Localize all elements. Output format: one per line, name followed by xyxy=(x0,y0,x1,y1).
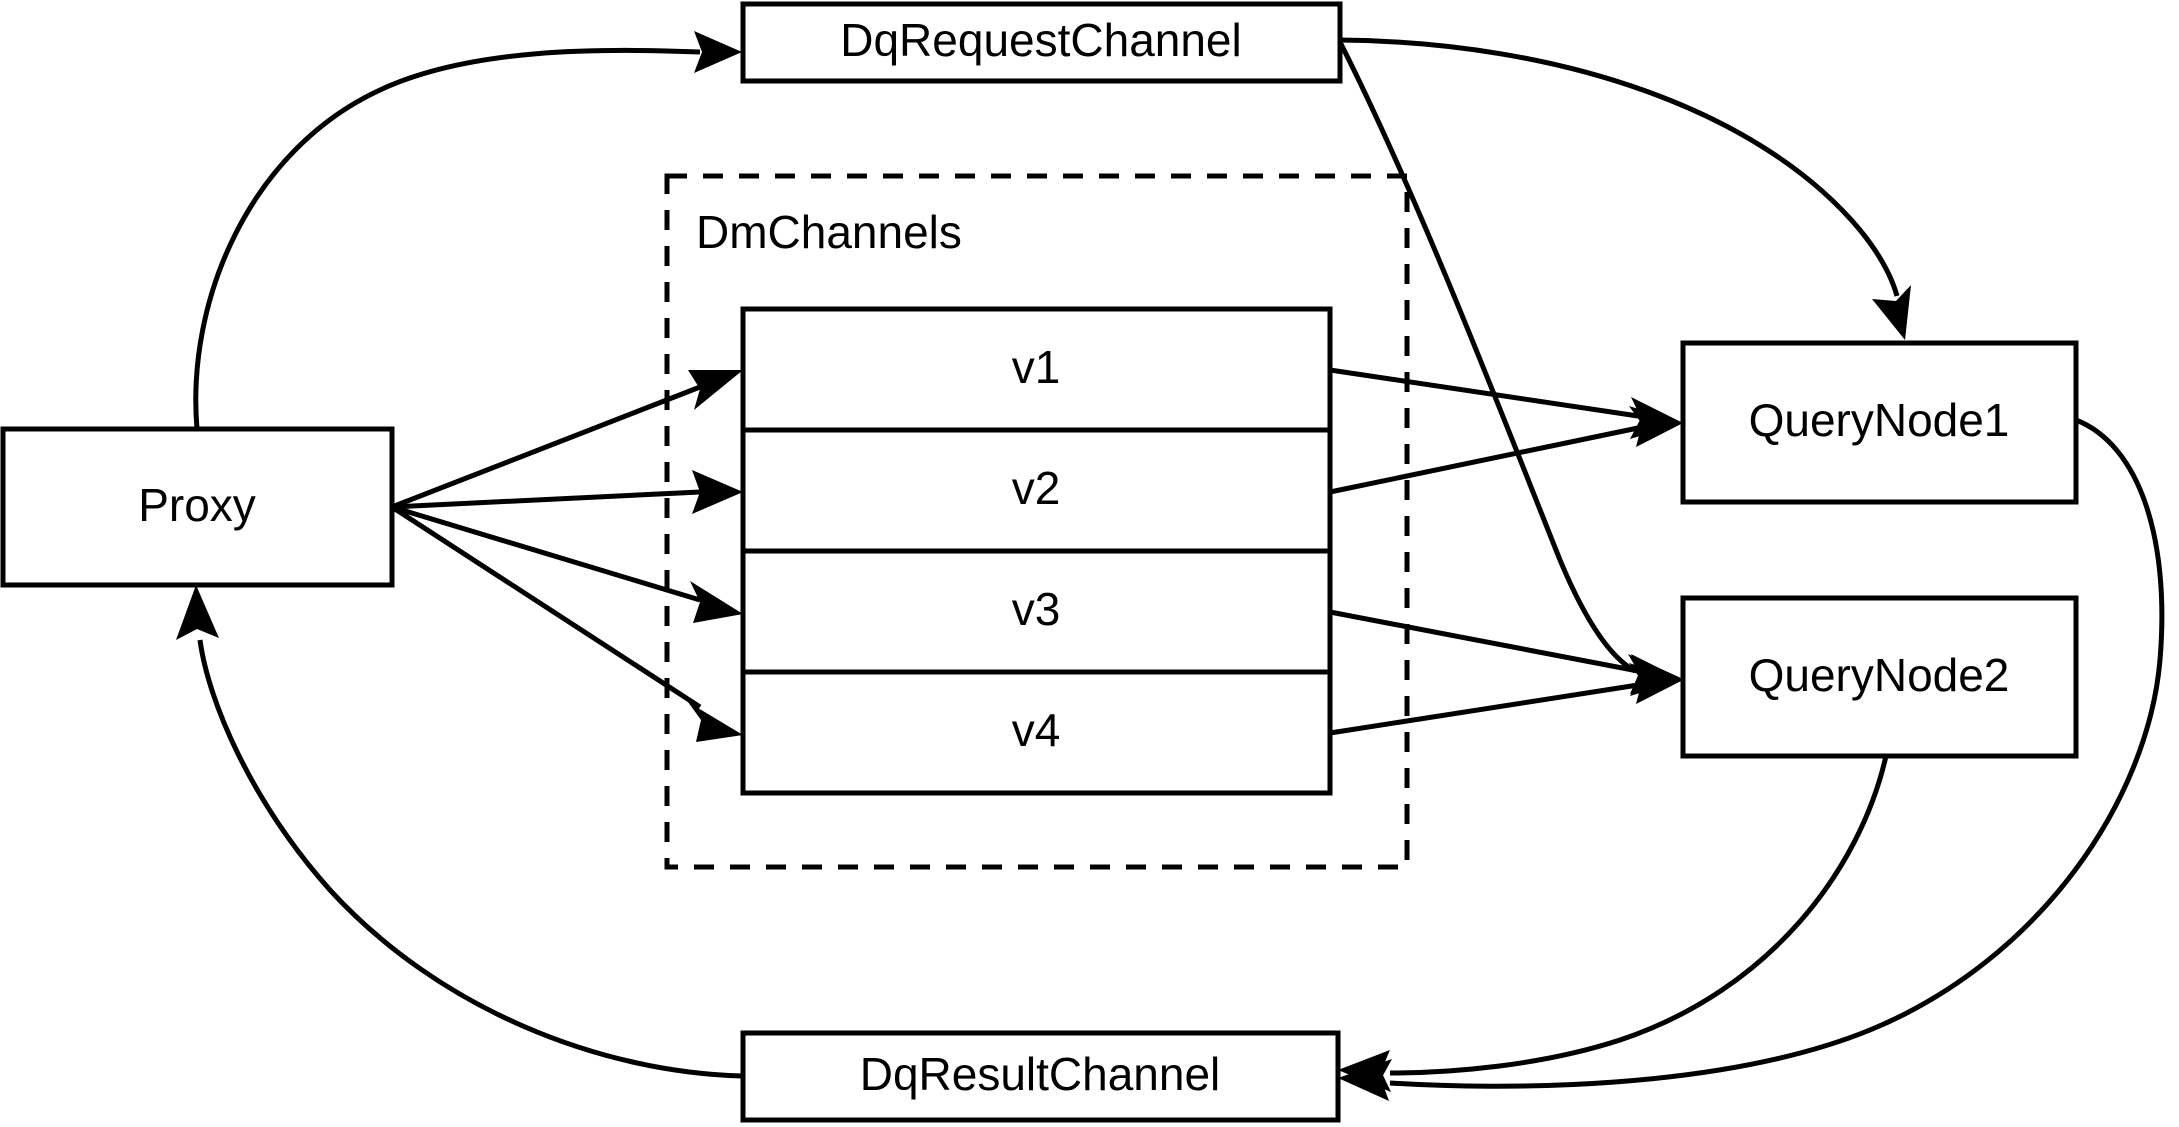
dm-channels-group-border xyxy=(664,173,1410,870)
node-proxy[interactable]: Proxy xyxy=(0,426,395,588)
dm-channels-group-label: DmChannels xyxy=(696,206,962,258)
node-query-node-1[interactable]: QueryNode1 xyxy=(1680,340,2079,505)
edge-v2-to-querynode1 xyxy=(1329,406,1683,495)
vchannel-item-v2[interactable]: v2 xyxy=(1012,462,1061,514)
node-dq-result-channel[interactable]: DqResultChannel xyxy=(740,1030,1341,1123)
node-proxy-box[interactable] xyxy=(0,426,395,588)
vchannel-item-v1[interactable]: v1 xyxy=(1012,341,1061,393)
arrowhead-icon xyxy=(1629,406,1683,447)
node-query-node-1-box[interactable] xyxy=(1680,340,2079,505)
arrowhead-icon xyxy=(1629,663,1683,704)
edge-proxy-to-v1 xyxy=(391,370,743,510)
edge-proxy-to-v2 xyxy=(391,470,743,514)
arrowhead-icon xyxy=(688,702,743,742)
arrowhead-icon xyxy=(694,31,742,73)
edge-querynode1-to-dqresultchannel xyxy=(1338,417,2165,1101)
edge-proxy-to-dqrequestchannel xyxy=(193,31,742,430)
node-dq-request-channel-box[interactable] xyxy=(740,1,1343,84)
edge-v4-to-querynode2 xyxy=(1329,663,1683,736)
vchannel-item-v3[interactable]: v3 xyxy=(1012,583,1061,635)
arrowhead-icon xyxy=(690,581,743,623)
node-dq-result-channel-label: DqResultChannel xyxy=(860,1048,1221,1100)
node-query-node-2-box[interactable] xyxy=(1680,595,2079,759)
node-proxy-label: Proxy xyxy=(138,479,256,531)
edge-dqrequestchannel-to-querynode1 xyxy=(1339,37,1911,340)
edge-querynode2-to-dqresultchannel xyxy=(1338,755,1889,1092)
node-dq-result-channel-box[interactable] xyxy=(740,1030,1341,1123)
node-dq-request-channel[interactable]: DqRequestChannel xyxy=(740,1,1343,84)
arrowhead-icon xyxy=(688,370,743,410)
node-dq-request-channel-label: DqRequestChannel xyxy=(840,14,1242,66)
edge-dqrequestchannel-to-querynode2 xyxy=(1337,40,1681,694)
arrowhead-icon xyxy=(176,585,219,640)
vchannel-item-v4[interactable]: v4 xyxy=(1012,704,1061,756)
arrowhead-icon xyxy=(692,470,743,514)
edge-proxy-to-v3 xyxy=(391,504,743,623)
node-query-node-1-label: QueryNode1 xyxy=(1749,394,2010,446)
dm-channels-group: DmChannels xyxy=(664,173,1410,870)
edge-proxy-to-v4 xyxy=(390,504,743,742)
edge-v3-to-querynode2 xyxy=(1329,609,1683,696)
node-query-node-2-label: QueryNode2 xyxy=(1749,649,2010,701)
vchannel-stack: v1 v2 v3 v4 xyxy=(740,306,1333,796)
arrowhead-icon xyxy=(1338,1050,1391,1092)
arrowhead-icon xyxy=(1872,285,1911,340)
edge-dqresultchannel-to-proxy xyxy=(176,585,743,1079)
node-query-node-2[interactable]: QueryNode2 xyxy=(1680,595,2079,759)
